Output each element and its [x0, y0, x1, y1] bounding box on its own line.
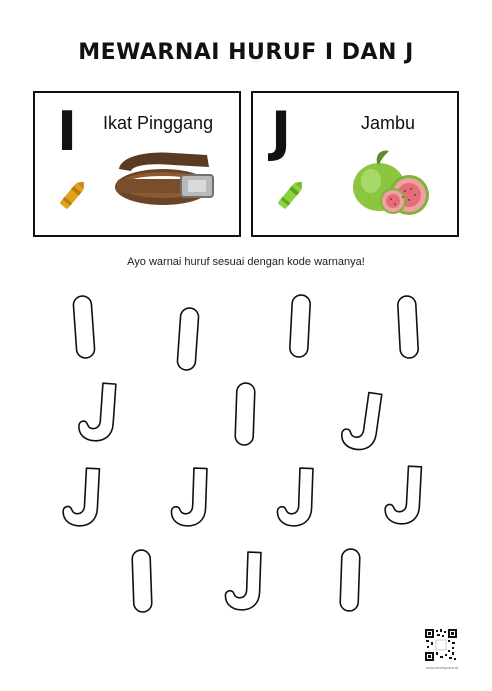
outline-letter-j[interactable]	[168, 462, 214, 530]
qr-caption: www.ameliputra.id	[425, 665, 459, 670]
outline-letter-i[interactable]	[233, 380, 257, 448]
outline-letter-i[interactable]	[338, 546, 362, 614]
example-word-jambu: Jambu	[361, 113, 416, 133]
crayon-icon	[51, 177, 91, 217]
outline-letter-j[interactable]	[274, 462, 320, 530]
outline-letter-j[interactable]	[382, 460, 428, 528]
belt-icon	[111, 149, 223, 213]
outline-letter-i[interactable]	[176, 305, 200, 373]
instruction-text: Ayo warnai huruf sesuai dengan kode warn…	[127, 256, 365, 268]
qr-code-icon	[424, 628, 458, 662]
outline-letter-i[interactable]	[130, 547, 154, 615]
example-word-ikat-pinggang: Ikat Pinggang	[103, 113, 214, 133]
example-card-i: I Ikat Pinggang	[33, 91, 241, 237]
page-title: MEWARNAI HURUF I DAN J	[78, 40, 414, 65]
outline-letter-j[interactable]	[76, 377, 122, 445]
outline-letter-j[interactable]	[340, 386, 386, 454]
crayon-icon	[269, 177, 309, 217]
example-letter-j: J	[271, 100, 292, 163]
outline-letter-i[interactable]	[288, 292, 312, 360]
outline-letter-i[interactable]	[72, 293, 96, 361]
example-letter-i: I	[57, 100, 78, 163]
example-card-j: J Jambu	[251, 91, 459, 237]
outline-letter-j[interactable]	[222, 546, 268, 614]
outline-letter-j[interactable]	[60, 462, 106, 530]
guava-icon	[349, 145, 439, 221]
outline-letter-i[interactable]	[396, 293, 420, 361]
